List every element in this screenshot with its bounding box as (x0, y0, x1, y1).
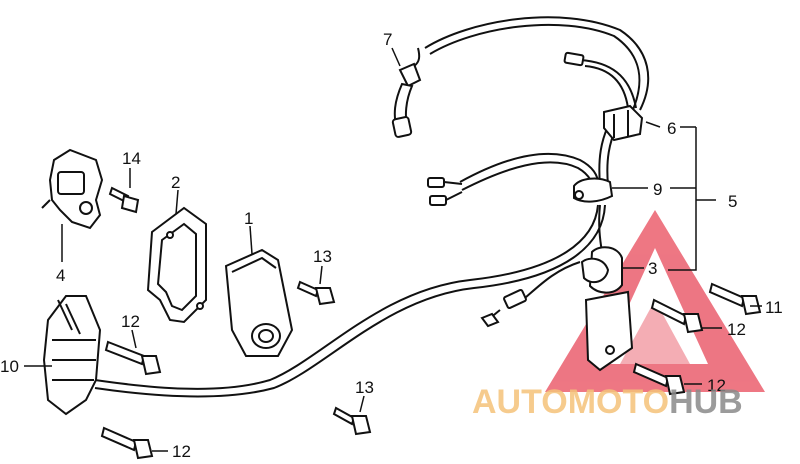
bolt-13-lower-part (332, 406, 372, 436)
watermark-brand-part1: AUTOMOTO (472, 383, 669, 421)
grommet-part (603, 104, 644, 142)
screw-14-part (108, 186, 140, 214)
cover-part (224, 248, 294, 357)
callout-7: 7 (383, 30, 392, 49)
callout-12-left: 12 (121, 312, 140, 331)
callout-6: 6 (667, 119, 676, 138)
callout-4: 4 (56, 266, 65, 285)
callout-12-right-lower: 12 (707, 376, 726, 395)
svg-text:AUTOMOTOHUB: AUTOMOTOHUB (472, 383, 743, 421)
cable-clamp-part (573, 177, 614, 203)
callout-labels: 7 6 9 5 3 14 2 1 4 13 12 10 13 12 11 12 … (0, 30, 783, 461)
bolt-12-right-upper-part (650, 298, 704, 334)
gasket-part (146, 206, 207, 324)
callout-2: 2 (171, 173, 180, 192)
callout-1: 1 (244, 209, 253, 228)
callout-leader-lines (24, 47, 762, 452)
callout-3: 3 (648, 259, 657, 278)
callout-10: 10 (0, 357, 19, 376)
callout-12-bottom: 12 (172, 442, 191, 461)
bolt-12-left-part (104, 340, 162, 376)
bolt-11-part (708, 282, 762, 316)
bolt-12-right-lower-part (632, 362, 686, 396)
wire-connector-lower (480, 288, 527, 328)
callout-5: 5 (728, 192, 737, 211)
spark-plug-cap-part (391, 47, 422, 138)
callout-14: 14 (122, 149, 141, 168)
switch-assembly-part (41, 148, 104, 230)
ignition-coil-part (580, 246, 634, 372)
callout-9: 9 (653, 180, 662, 199)
watermark-brand-part2: HUB (669, 383, 743, 421)
wiring-harness (94, 16, 650, 398)
bolt-12-bottom-part (100, 426, 154, 460)
callout-13-lower: 13 (355, 378, 374, 397)
watermark-brand-text: AUTOMOTOHUB (472, 383, 743, 421)
bolt-13-upper-part (296, 280, 336, 306)
callout-11: 11 (765, 298, 783, 317)
coil-assembly-part (42, 295, 102, 416)
wire-connector-top (563, 51, 585, 67)
callout-13-upper: 13 (313, 247, 332, 266)
wire-connector-left-pair (427, 177, 463, 206)
callout-12-right-upper: 12 (727, 320, 746, 339)
